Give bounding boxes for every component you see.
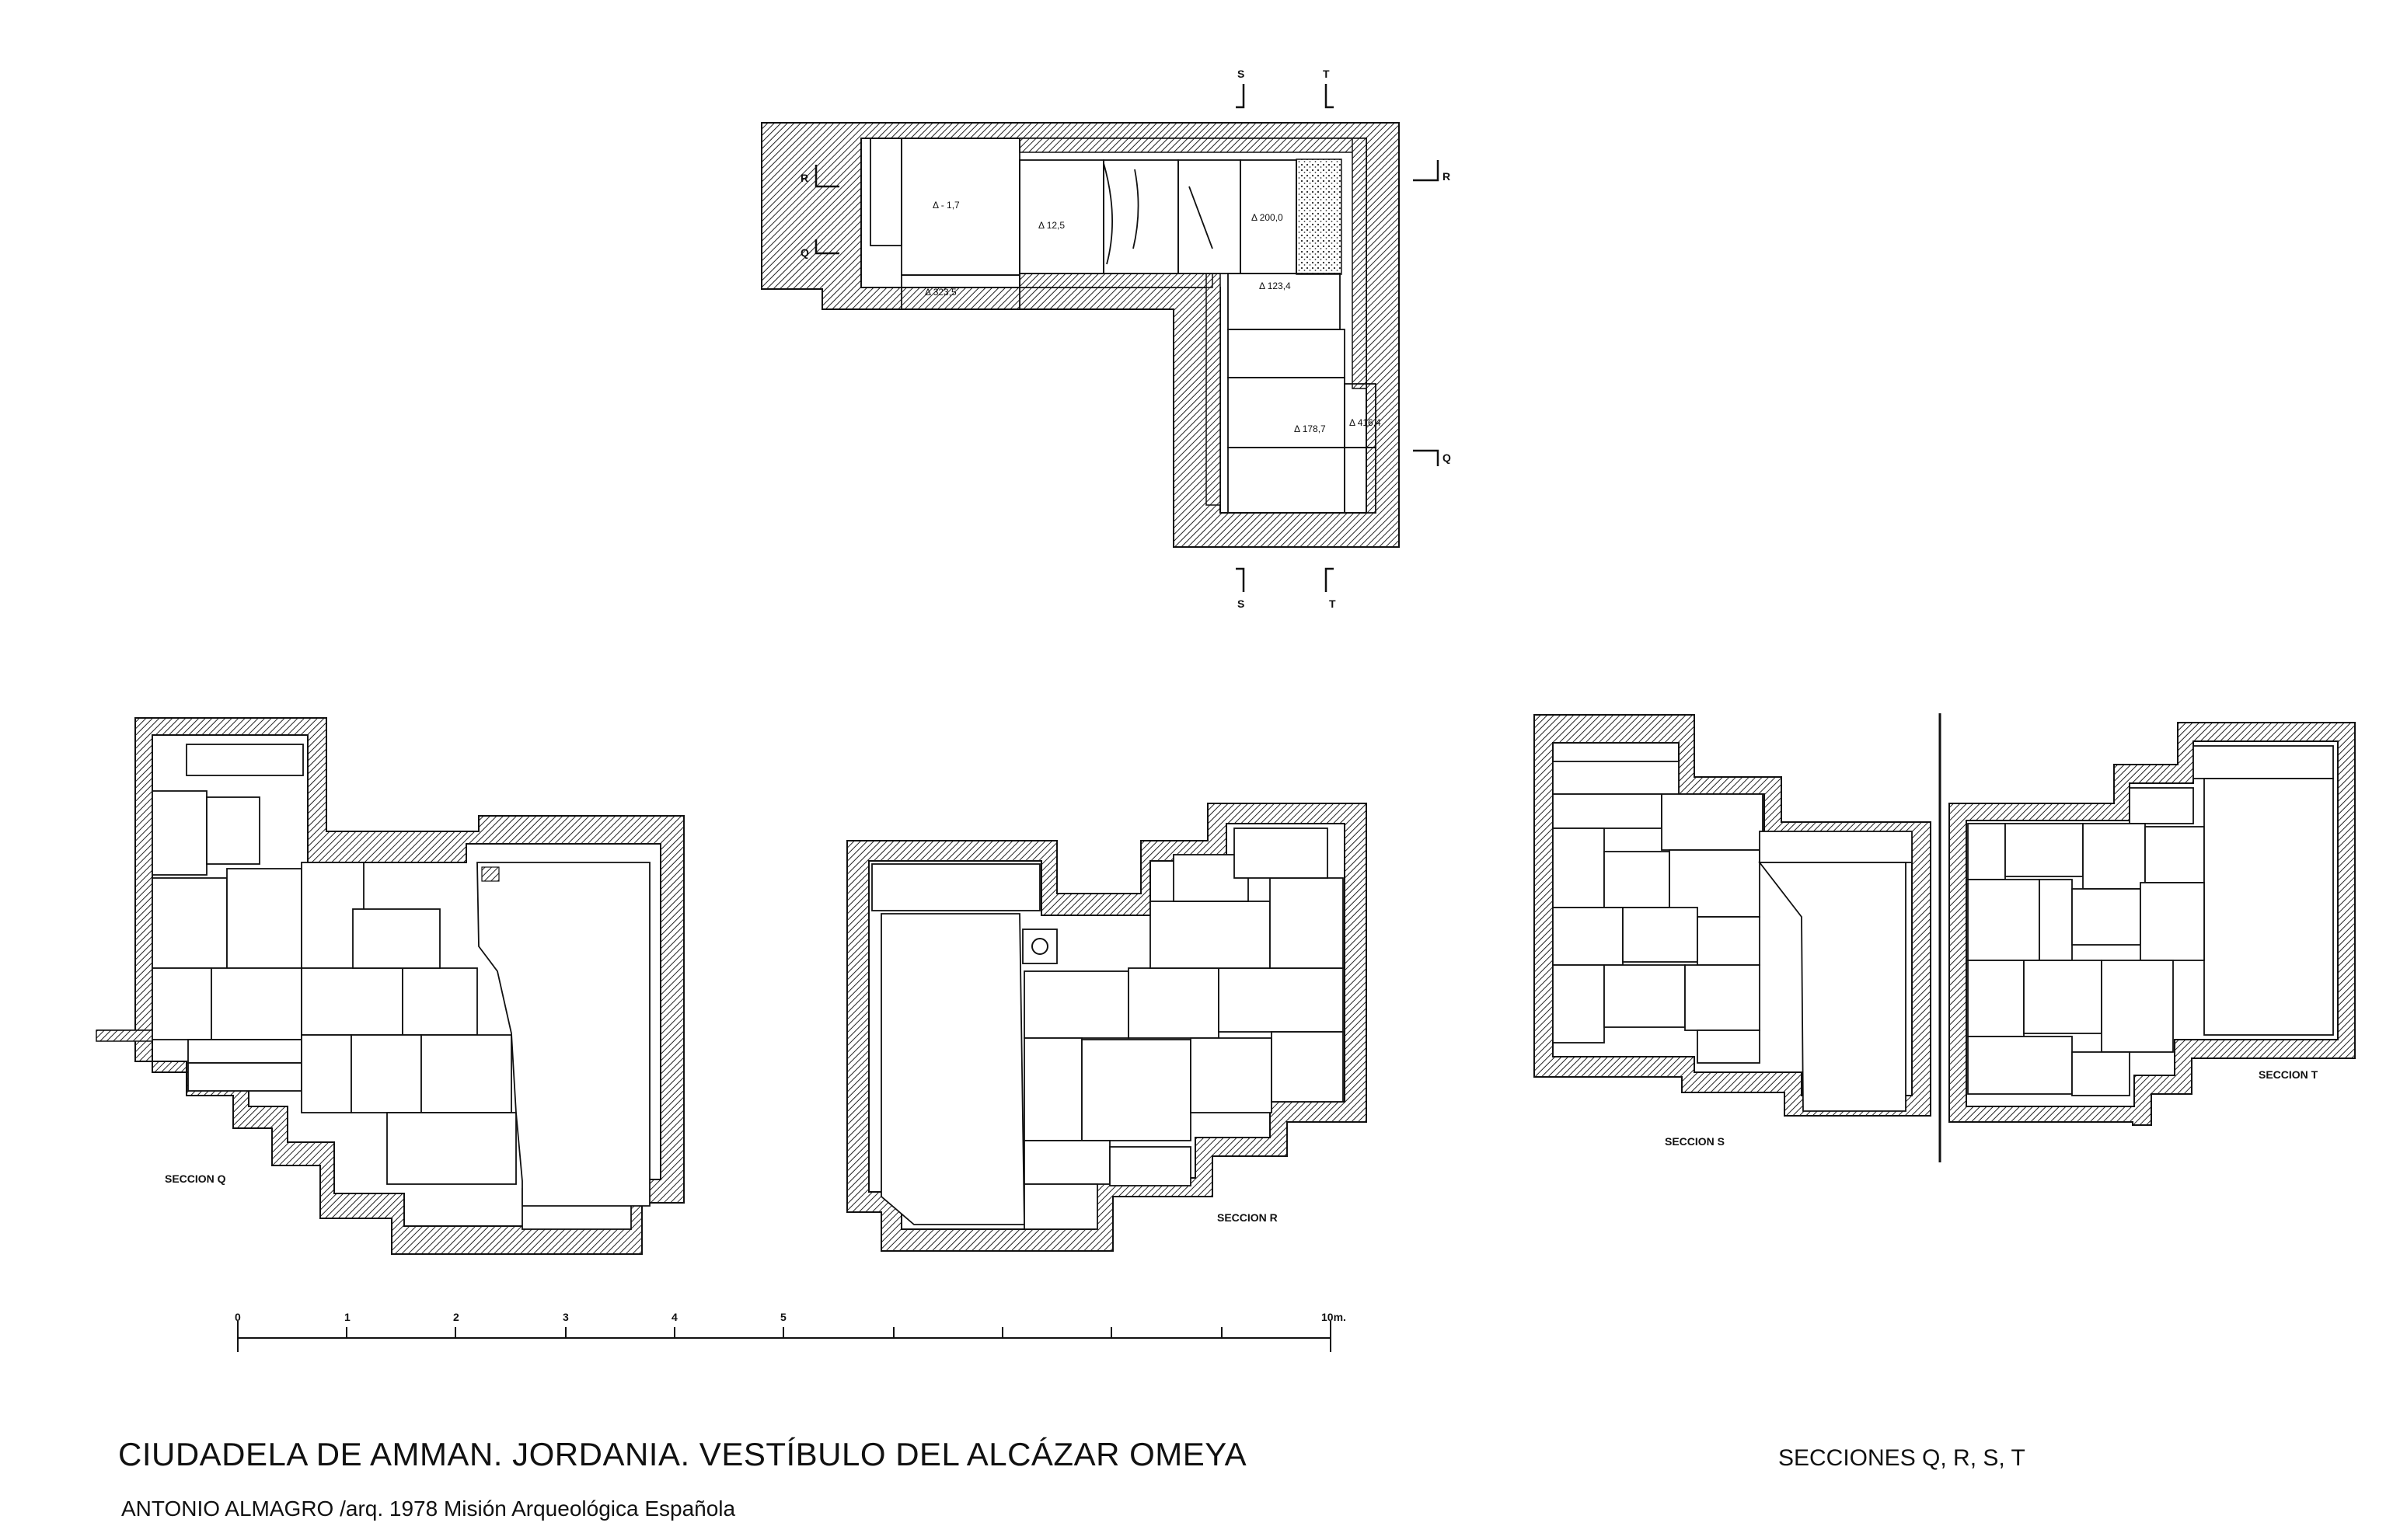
drawing-subtitle: SECCIONES Q, R, S, T (1778, 1445, 2025, 1471)
drawing-credits: ANTONIO ALMAGRO /arq. 1978 Misión Arqueo… (121, 1496, 736, 1521)
drawing-title: CIUDADELA DE AMMAN. JORDANIA. VESTÍBULO … (118, 1436, 1247, 1472)
section-s-label: SECCION S (1665, 1135, 1725, 1148)
plan-rubble-fill (1296, 159, 1342, 275)
scale-bar (237, 1321, 1331, 1352)
scale-tick-label: 2 (453, 1311, 459, 1323)
scale-tick-label: 5 (780, 1311, 787, 1323)
section-q-wall (134, 717, 685, 1255)
scale-tick-label: 4 (672, 1311, 678, 1323)
section-q-label: SECCION Q (165, 1172, 226, 1185)
elevation-label: Δ 416,4 (1349, 417, 1381, 428)
marker-s-bottom: S (1237, 598, 1244, 610)
plan-floor (860, 138, 1367, 514)
elevation-label: Δ 178,7 (1294, 423, 1326, 434)
scale-tick-label: 0 (235, 1311, 241, 1323)
scale-tick-label: 3 (563, 1311, 569, 1323)
section-markers (815, 84, 1439, 592)
scale-tick-label: 1 (344, 1311, 351, 1323)
elevation-label: Δ 123,4 (1259, 280, 1291, 291)
marker-t-top: T (1323, 68, 1330, 80)
section-s-drawing (1533, 714, 1931, 1117)
section-t-drawing (1948, 722, 2356, 1126)
plan-inner-wall (1019, 138, 1367, 506)
elevation-label: Δ 200,0 (1251, 212, 1283, 223)
section-t-wall (1948, 722, 2356, 1126)
elevation-label: Δ 12,5 (1038, 220, 1065, 231)
marker-q-right: Q (1442, 451, 1451, 464)
section-q-blocks (152, 744, 651, 1230)
section-t-label: SECCION T (2259, 1068, 2318, 1081)
marker-s-top: S (1237, 68, 1244, 80)
section-r-blocks (871, 827, 1344, 1230)
section-r-drawing (846, 803, 1367, 1252)
section-q-drawing (96, 717, 685, 1255)
marker-t-bottom: T (1329, 598, 1336, 610)
floor-plan: Δ - 1,7 Δ 12,5 Δ 200,0 Δ 123,4 Δ 178,7 Δ… (761, 68, 1451, 610)
elevation-label: Δ 323,5 (925, 287, 957, 298)
marker-q-left: Q (801, 246, 809, 259)
marker-r-left: R (801, 172, 808, 184)
plan-blocks (870, 138, 1376, 514)
section-s-blocks (1552, 761, 1913, 1112)
scale-tick-label: 10m. (1321, 1311, 1346, 1323)
section-t-blocks (1967, 745, 2334, 1096)
section-r-label: SECCION R (1217, 1211, 1278, 1224)
elevation-label: Δ - 1,7 (933, 200, 960, 211)
marker-r-right: R (1442, 170, 1450, 183)
